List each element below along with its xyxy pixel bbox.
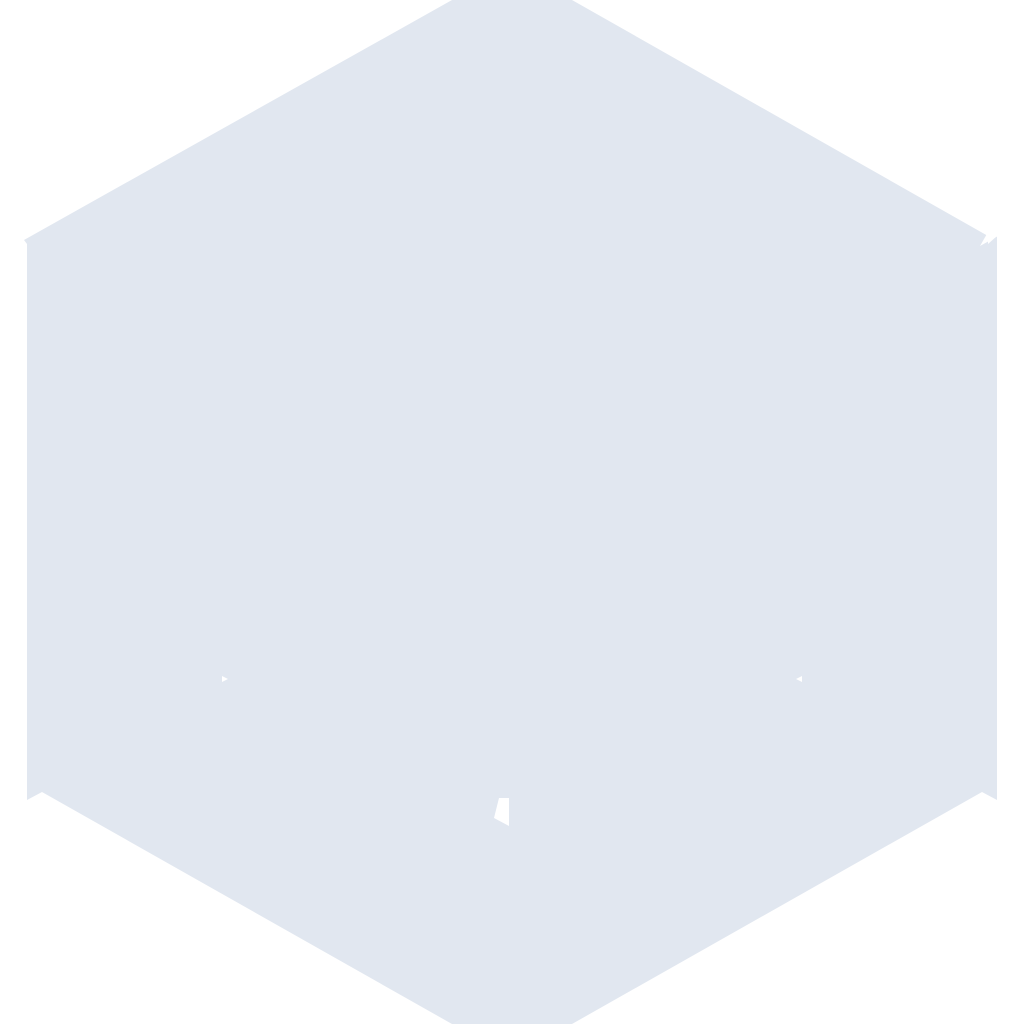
notch-cutout-left-mid xyxy=(222,676,228,682)
hexagon-icon xyxy=(24,0,997,1024)
notch-cutout-right-top xyxy=(980,232,998,246)
notch-cutout-bottom-center xyxy=(494,798,509,826)
notch-cutout-right-mid xyxy=(796,676,802,682)
